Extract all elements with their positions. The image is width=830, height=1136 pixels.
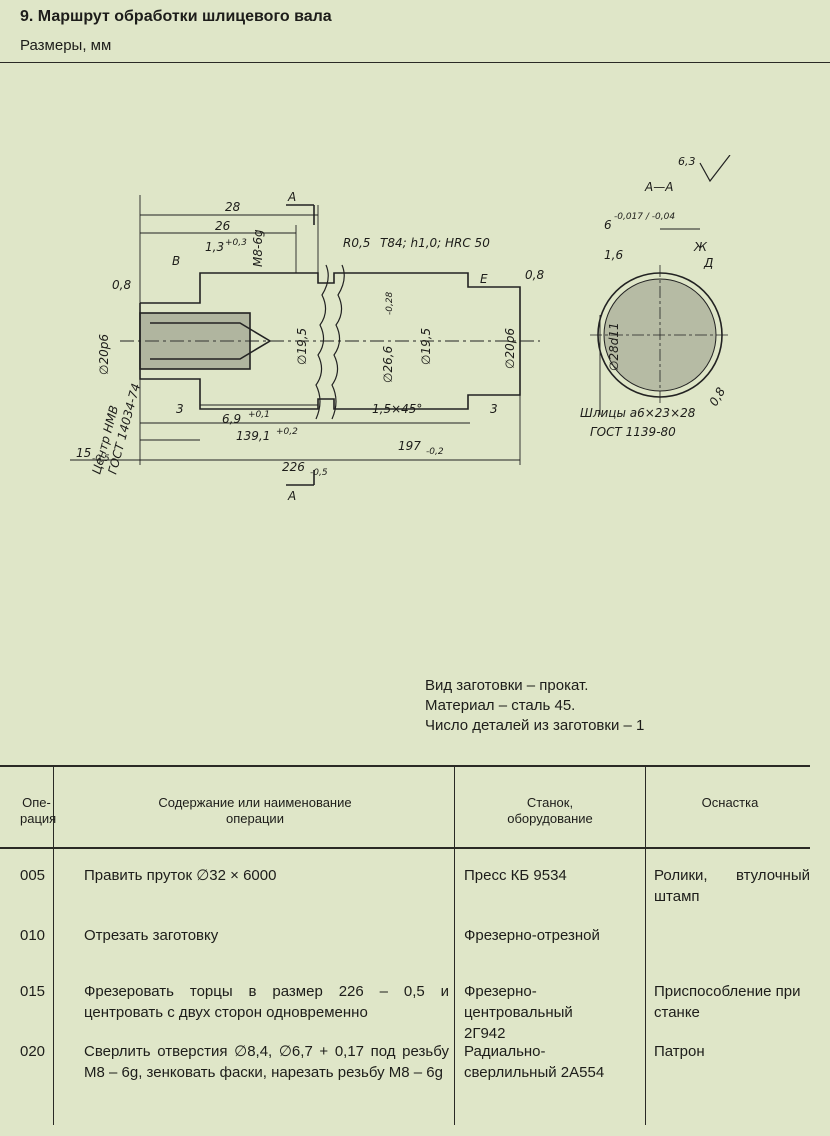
dim-3-left: 3 [176, 402, 184, 416]
row-020-op: 020 [20, 1043, 46, 1060]
blank-type: Вид заготовки – прокат. [425, 677, 589, 694]
row-005-machine: Пресс КБ 9534 [464, 867, 567, 884]
col-divider-1 [53, 765, 54, 1125]
diameter-19-5-right: ∅19,5 [419, 328, 433, 365]
row-020-machine: Радиально-сверлильный 2А554 [464, 1043, 605, 1081]
top-divider [0, 62, 830, 63]
col-divider-2 [454, 765, 455, 1125]
chamfer-left: 0,8 [112, 278, 131, 292]
surface-zh-label: Ж [693, 240, 708, 254]
header-tooling: Оснастка [650, 795, 810, 811]
diameter-26-6: ∅26,6 [381, 345, 395, 383]
header-operation-text: Опе- рация [20, 795, 57, 826]
hardness-label: T84; h1,0; HRC 50 [380, 236, 490, 250]
diameter-19-5-left: ∅19,5 [295, 328, 309, 365]
header-operation: Опе- рация [20, 795, 57, 827]
spline-designation: Шлицы a6×23×28 [580, 406, 696, 420]
row-020-content: Сверлить отверстия ∅8,4, ∅6,7 + 0,17 под… [84, 1043, 449, 1081]
table-top-border [0, 765, 810, 767]
surface-d-label: Д [703, 256, 713, 270]
dim-26: 26 [215, 219, 231, 233]
shaft-drawing-svg: 28 26 1,3 +0,3 M8-6g R0,5 T84; h1,0; HRC… [70, 154, 731, 503]
blank-count: Число деталей из заготовки – 1 [425, 717, 645, 734]
dim-15: 15 [76, 446, 91, 460]
shaft-drawing: 28 26 1,3 +0,3 M8-6g R0,5 T84; h1,0; HRC… [0, 154, 830, 675]
dim-139-1: 139,1 [236, 429, 270, 443]
section-mark-top: A [287, 190, 296, 204]
dim-15-tol: -0,5 [92, 454, 110, 464]
row-005-tooling: Ролики, втулочный штамп [654, 867, 810, 905]
row-015-machine: Фрезерно-центровальный 2Г942 [464, 983, 573, 1042]
dim-6-9: 6,9 [222, 412, 241, 426]
diameter-right: ∅20p6 [503, 328, 517, 369]
operations-table: Опе- рация Содержание или наименование о… [0, 765, 830, 1125]
dim-1-3-tol: +0,3 [225, 238, 247, 248]
col-divider-3 [645, 765, 646, 1125]
dim-139-1-tol: +0,2 [276, 427, 298, 437]
chamfer-1-5: 1,5×45° [372, 402, 422, 416]
row-015-op: 015 [20, 983, 46, 1000]
section-mark-bottom: A [287, 489, 296, 503]
header-tooling-text: Оснастка [701, 795, 759, 810]
row-010-op: 010 [20, 927, 46, 944]
row-010-content: Отрезать заготовку [84, 927, 219, 944]
dim-197-tol: -0,2 [426, 447, 444, 457]
dim-1-3: 1,3 [205, 240, 224, 254]
header-machine: Станок, оборудование [460, 795, 640, 827]
surface-b-label: B [172, 254, 180, 268]
diameter-left: ∅20p6 [97, 334, 111, 375]
row-010-machine: Фрезерно-отрезной [464, 927, 600, 944]
dim-3-right: 3 [490, 402, 498, 416]
row-005-op: 005 [20, 867, 46, 884]
row-005-content: Править пруток ∅32 × 6000 [84, 867, 277, 884]
spline-width: 6 [604, 218, 612, 232]
surface-e-label: E [480, 272, 488, 286]
section-title: A—A [644, 180, 673, 194]
header-content-text: Содержание или наименование операции [158, 795, 352, 826]
blank-info: Вид заготовки – прокат. Материал – сталь… [425, 676, 644, 736]
dim-226: 226 [282, 460, 305, 474]
row-015-tooling: Приспособление при станке [654, 983, 801, 1021]
row-015-content: Фрезеровать торцы в размер 226 – 0,5 и ц… [84, 983, 449, 1021]
roughness-0-8: 0,8 [706, 385, 728, 409]
blank-material: Материал – сталь 45. [425, 697, 576, 714]
diameter-28d11: ∅28d11 [607, 322, 621, 371]
units-caption: Размеры, мм [20, 37, 112, 54]
spline-gost: ГОСТ 1139-80 [590, 425, 676, 439]
chamfer-right: 0,8 [525, 268, 544, 282]
header-content: Содержание или наименование операции [60, 795, 450, 827]
dim-6-9-tol: +0,1 [248, 410, 270, 420]
radius-label: R0,5 [343, 236, 370, 250]
row-020-tooling: Патрон [654, 1043, 705, 1060]
dim-197: 197 [398, 439, 421, 453]
table-header-border [0, 847, 810, 849]
thread-label: M8-6g [251, 229, 265, 267]
header-machine-text: Станок, оборудование [507, 795, 593, 826]
roughness-1-6: 1,6 [604, 248, 623, 262]
spline-width-tol: -0,017 / -0,04 [614, 212, 675, 222]
page-title: 9. Маршрут обработки шлицевого вала [20, 8, 332, 25]
dim-226-tol: -0,5 [310, 468, 328, 478]
dim-28: 28 [225, 200, 241, 214]
roughness-label: 6,3 [678, 155, 696, 168]
diameter-26-6-tol: -0,28 [385, 291, 395, 315]
